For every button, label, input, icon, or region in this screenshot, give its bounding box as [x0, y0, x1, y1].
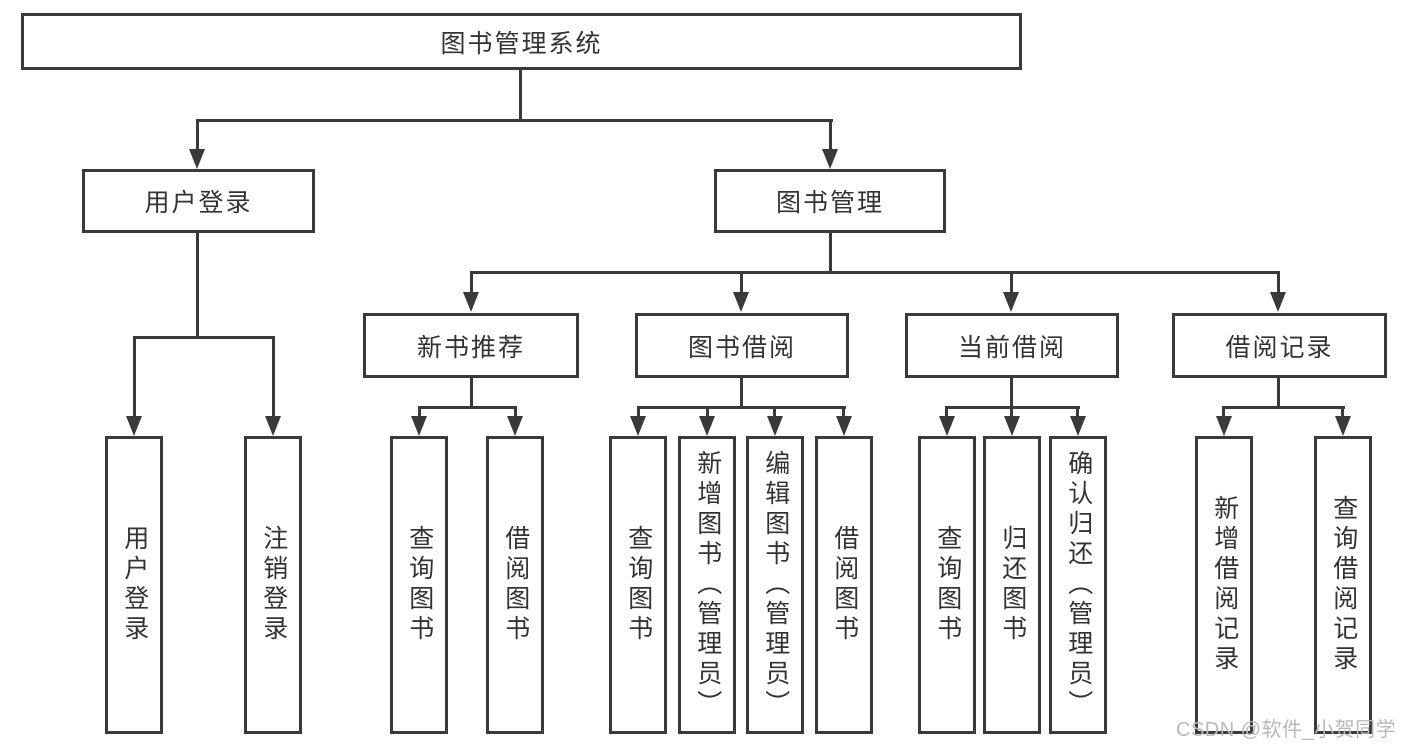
- connector-line: [1010, 406, 1013, 417]
- leaf-borrow-books: 借阅图书: [815, 436, 873, 734]
- leaf-label: 查询图书: [624, 525, 653, 645]
- arrowhead-down-icon: [1070, 416, 1086, 436]
- leaf-return-books: 归还图书: [983, 436, 1041, 734]
- leaf-query-books-recommend: 查询图书: [390, 436, 448, 734]
- connector-line: [133, 336, 136, 418]
- arrowhead-down-icon: [1004, 416, 1020, 436]
- leaf-add-borrow-record: 新增借阅记录: [1195, 436, 1253, 734]
- arrowhead-down-icon: [463, 292, 479, 312]
- connector-line: [418, 406, 517, 409]
- leaf-query-borrow-record: 查询借阅记录: [1314, 436, 1372, 734]
- leaf-query-books-current: 查询图书: [918, 436, 976, 734]
- leaf-label: 编辑图书（管理员）: [761, 450, 790, 720]
- connector-line: [829, 119, 832, 152]
- node-book-management: 图书管理: [714, 169, 946, 233]
- connector-line: [773, 406, 776, 417]
- node-user-login: 用户登录: [82, 169, 315, 233]
- node-label: 借阅记录: [1225, 333, 1334, 362]
- connector-line: [133, 336, 275, 339]
- leaf-edit-book-admin: 编辑图书（管理员）: [746, 436, 804, 734]
- connector-line: [1222, 406, 1225, 417]
- node-current-borrow: 当前借阅: [905, 313, 1119, 378]
- arrowhead-down-icon: [265, 416, 281, 436]
- leaf-label: 新增图书（管理员）: [693, 450, 722, 720]
- connector-line: [946, 406, 1080, 409]
- leaf-label: 新增借阅记录: [1210, 495, 1239, 675]
- node-new-book-recommend: 新书推荐: [363, 313, 579, 378]
- arrowhead-down-icon: [1270, 292, 1286, 312]
- connector-line: [740, 378, 743, 409]
- connector-line: [637, 406, 846, 409]
- connector-line: [514, 406, 517, 417]
- node-label: 新书推荐: [416, 333, 525, 362]
- connector-line: [1076, 406, 1079, 417]
- connector-line: [1341, 406, 1344, 417]
- leaf-label: 借阅图书: [501, 525, 530, 645]
- connector-line: [1010, 271, 1013, 293]
- connector-line: [1277, 271, 1280, 293]
- leaf-label: 借阅图书: [830, 525, 859, 645]
- connector-line: [418, 406, 421, 417]
- arrowhead-down-icon: [189, 149, 205, 169]
- connector-line: [706, 406, 709, 417]
- connector-line: [470, 271, 1280, 274]
- node-borrow-records: 借阅记录: [1172, 313, 1387, 378]
- leaf-add-book-admin: 新增图书（管理员）: [678, 436, 736, 734]
- arrowhead-down-icon: [699, 416, 715, 436]
- leaf-user-login: 用户登录: [105, 436, 163, 734]
- leaf-label: 注销登录: [259, 525, 288, 645]
- node-label: 图书管理: [775, 189, 884, 217]
- arrowhead-down-icon: [507, 416, 523, 436]
- connector-line: [1223, 406, 1345, 409]
- arrowhead-down-icon: [733, 292, 749, 312]
- leaf-label: 查询图书: [933, 525, 962, 645]
- node-library-system: 图书管理系统: [21, 13, 1022, 70]
- connector-line: [196, 119, 199, 152]
- arrowhead-down-icon: [767, 416, 783, 436]
- connector-line: [740, 271, 743, 293]
- leaf-confirm-return-admin: 确认归还（管理员）: [1049, 436, 1107, 734]
- leaf-label: 查询借阅记录: [1329, 495, 1358, 675]
- leaf-label: 归还图书: [998, 525, 1027, 645]
- connector-line: [1010, 378, 1013, 409]
- connector-line: [637, 406, 640, 417]
- node-book-borrow: 图书借阅: [635, 313, 849, 378]
- arrowhead-down-icon: [1003, 292, 1019, 312]
- arrowhead-down-icon: [836, 416, 852, 436]
- connector-line: [1277, 378, 1280, 409]
- connector-line: [519, 70, 522, 119]
- leaf-label: 用户登录: [120, 525, 149, 645]
- arrowhead-down-icon: [630, 416, 646, 436]
- leaf-label: 查询图书: [405, 525, 434, 645]
- node-label: 当前借阅: [957, 333, 1066, 362]
- arrowhead-down-icon: [939, 416, 955, 436]
- leaf-borrow-books-recommend: 借阅图书: [486, 436, 544, 734]
- connector-line: [945, 406, 948, 417]
- node-label: 图书借阅: [687, 333, 796, 362]
- connector-line: [196, 119, 833, 122]
- node-label: 图书管理系统: [440, 29, 603, 58]
- connector-line: [470, 378, 473, 409]
- arrowhead-down-icon: [126, 416, 142, 436]
- arrowhead-down-icon: [411, 416, 427, 436]
- connector-line: [196, 233, 199, 337]
- arrowhead-down-icon: [1216, 416, 1232, 436]
- arrowhead-down-icon: [822, 149, 838, 169]
- node-label: 用户登录: [144, 189, 253, 217]
- leaf-logout: 注销登录: [244, 436, 302, 734]
- leaf-label: 确认归还（管理员）: [1064, 450, 1093, 720]
- arrowhead-down-icon: [1335, 416, 1351, 436]
- connector-line: [829, 233, 832, 273]
- connector-line: [470, 271, 473, 293]
- connector-line: [272, 336, 275, 418]
- leaf-query-books-borrow: 查询图书: [609, 436, 667, 734]
- connector-line: [842, 406, 845, 417]
- watermark: CSDN @软件_小贺同学: [1176, 719, 1397, 741]
